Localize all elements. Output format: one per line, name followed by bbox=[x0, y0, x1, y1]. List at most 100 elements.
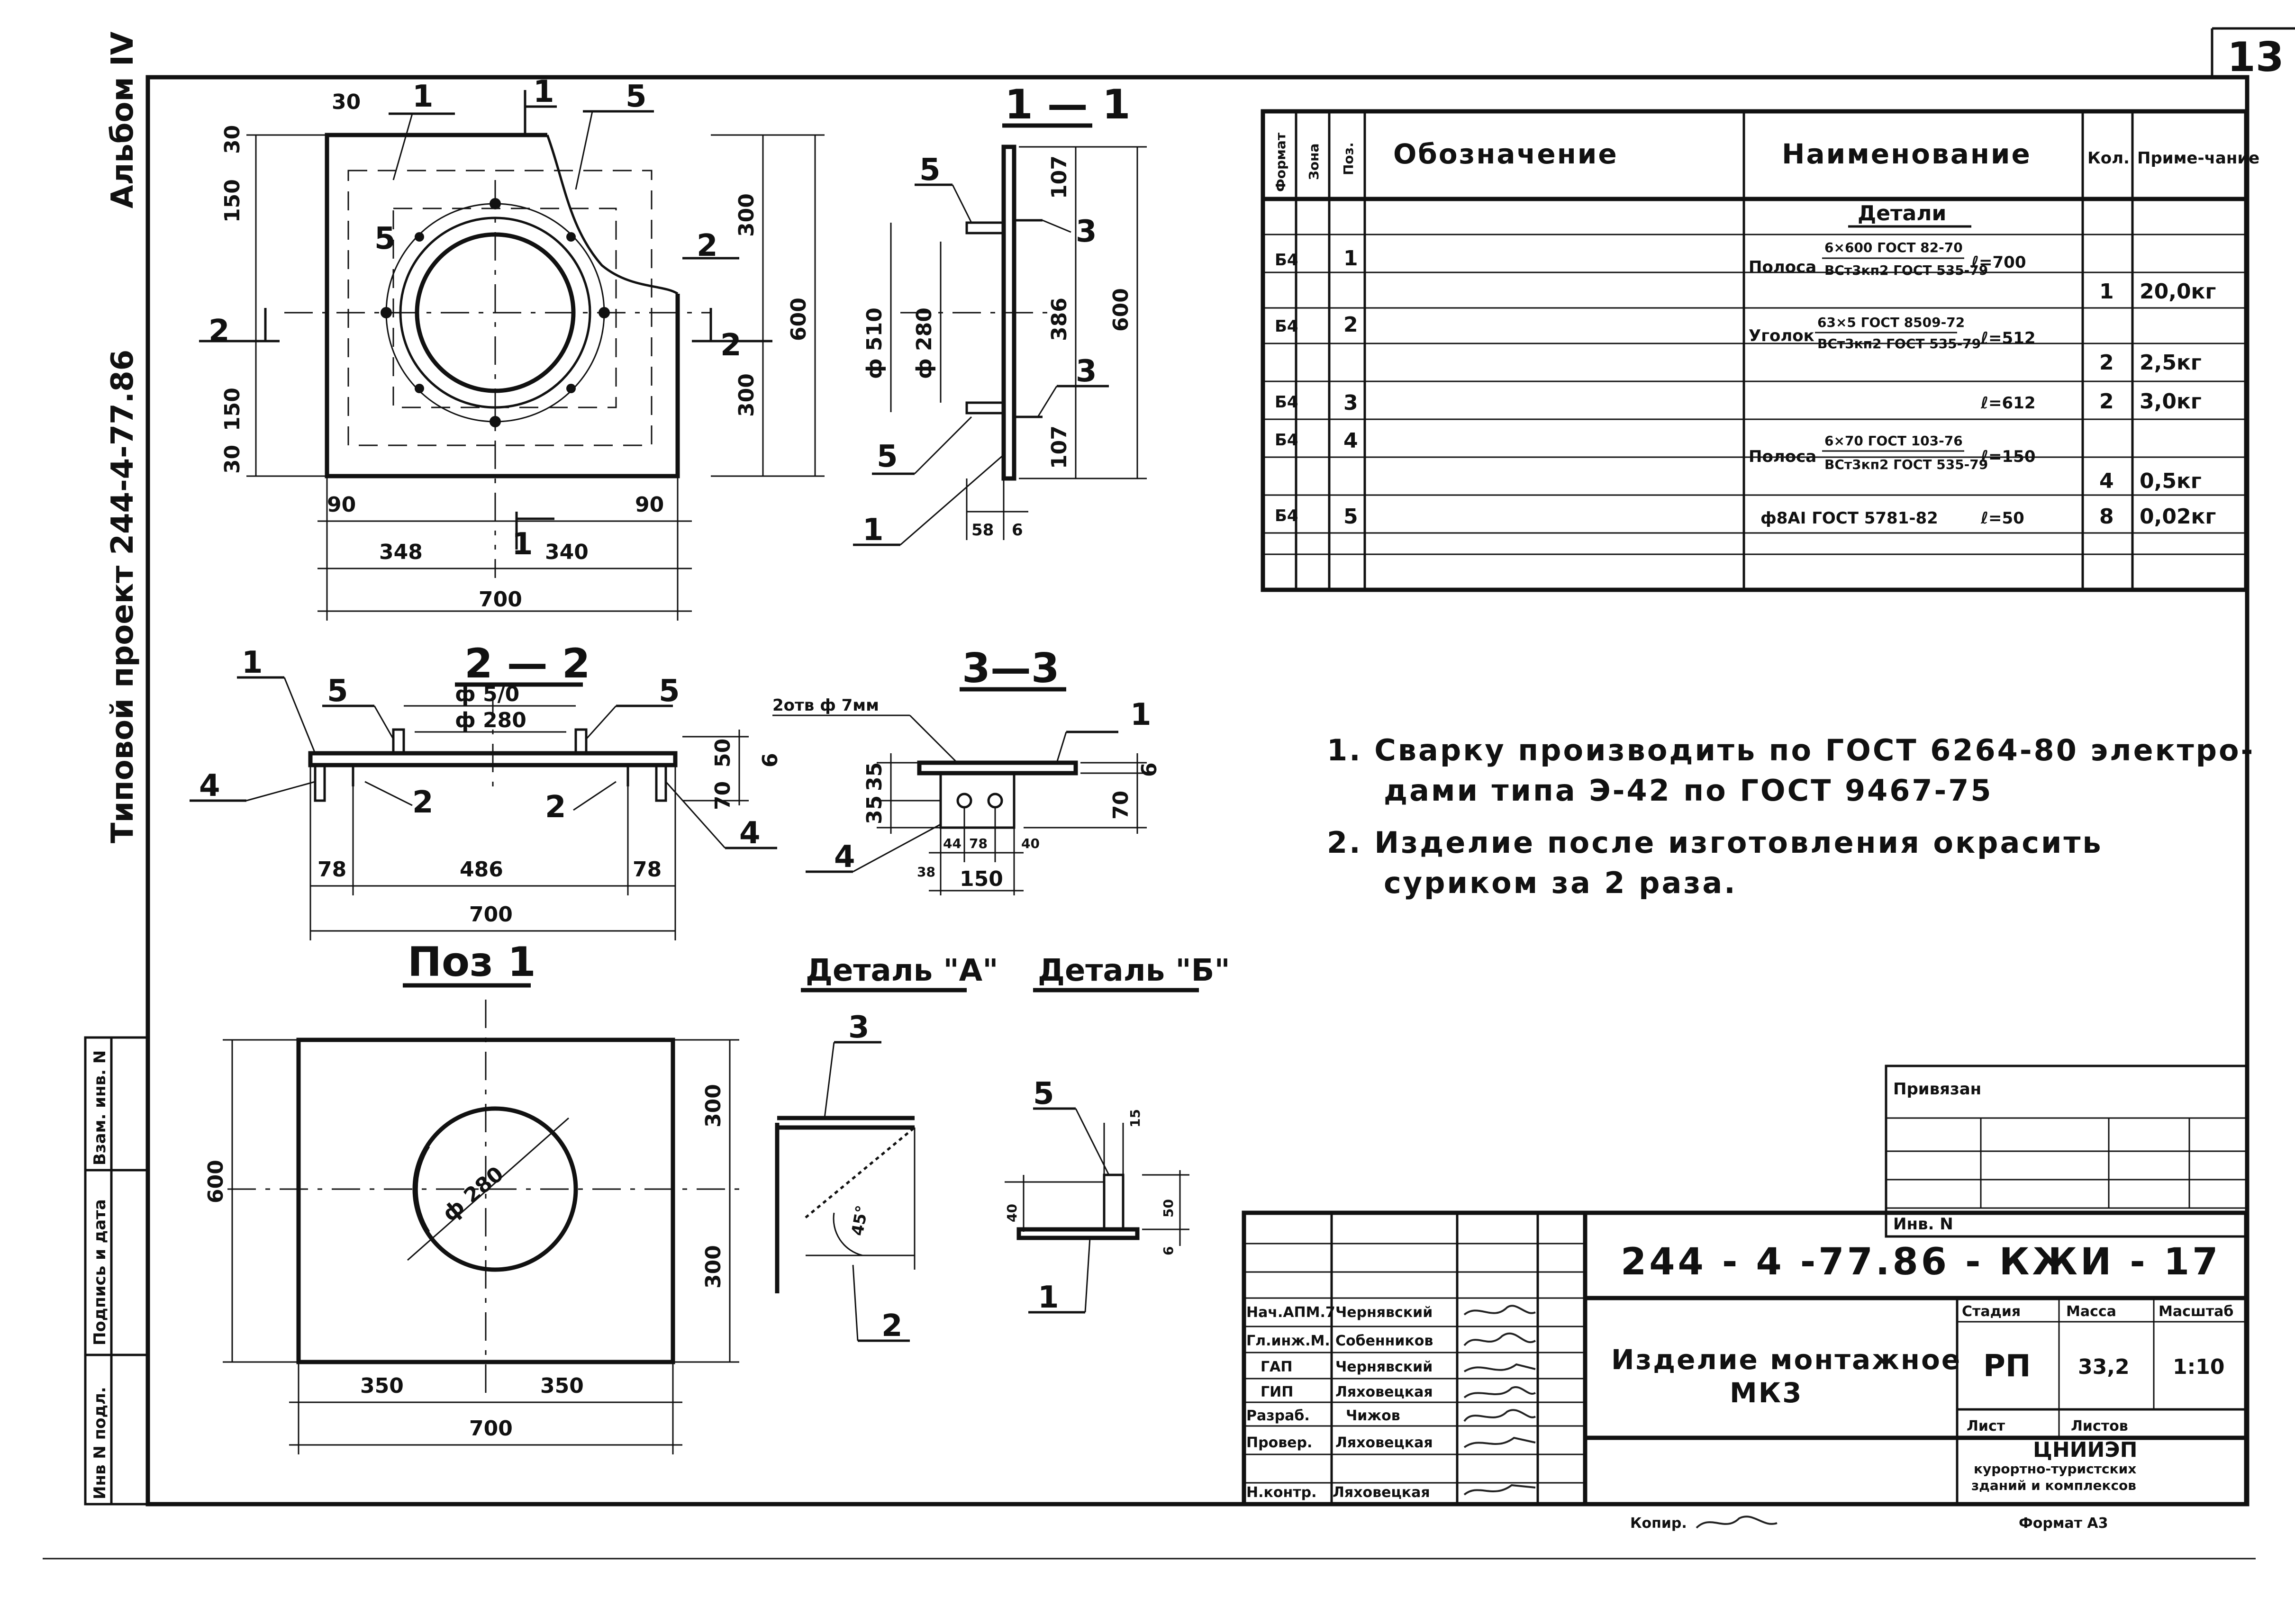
s22-dim: ф 5/0 bbox=[455, 682, 519, 706]
spec-row-name-prefix: ф8АI ГОСТ 5781-82 bbox=[1760, 509, 1938, 528]
spec-row-format: Б4 bbox=[1275, 251, 1298, 270]
plan-dim-bottom: 90 bbox=[635, 493, 664, 517]
detail-a: Деталь "А" 45° 3 2 bbox=[775, 953, 998, 1344]
org-line: зданий и комплексов bbox=[1971, 1478, 2136, 1493]
stamp-vzam: Взам. инв. N bbox=[91, 1050, 109, 1165]
spec-row-qty: 4 bbox=[2099, 469, 2114, 493]
spec-row-num: 6×70 ГОСТ 103-76 bbox=[1824, 433, 1963, 449]
tb-person: Ляховецкая bbox=[1333, 1484, 1430, 1501]
detail-a-callout: 3 bbox=[848, 1010, 870, 1045]
org-line: курортно-туристских bbox=[1974, 1461, 2136, 1477]
plan-callout: 5 bbox=[626, 79, 647, 114]
plan-callout: 2 bbox=[697, 228, 718, 263]
stage-label: Стадия bbox=[1962, 1303, 2021, 1320]
spec-row-name-prefix: Уголок bbox=[1749, 326, 1814, 345]
s33-dim: 150 bbox=[960, 867, 1003, 891]
s22-callout: 2 bbox=[412, 785, 434, 820]
tb-person: Чернявский bbox=[1335, 1359, 1433, 1375]
spec-row-note: 20,0кг bbox=[2140, 280, 2216, 304]
detail-a-callout: 2 bbox=[881, 1308, 903, 1344]
tb-person: Чернявский bbox=[1335, 1304, 1433, 1321]
project-label: Типовой проект 244-4-77.86 bbox=[105, 350, 140, 843]
notes: 1. Сварку производить по ГОСТ 6264-80 эл… bbox=[1327, 733, 2255, 900]
spec-row-note: 2,5кг bbox=[2140, 351, 2202, 375]
spec-row-pos: 1 bbox=[1343, 246, 1358, 271]
section-2-2-title: 2 — 2 bbox=[464, 640, 590, 687]
outer-frame bbox=[145, 75, 2250, 1507]
mass-value: 33,2 bbox=[2078, 1355, 2130, 1379]
tb-person: Ляховецкая bbox=[1335, 1384, 1433, 1400]
spec-header-zone: Зона bbox=[1306, 144, 1322, 180]
detail-a-title: Деталь "А" bbox=[806, 953, 998, 988]
spec-row-note: 0,02кг bbox=[2140, 505, 2216, 529]
s11-dim: 386 bbox=[1047, 298, 1071, 341]
spec-row-len: ℓ=50 bbox=[1980, 509, 2024, 528]
pos1-dim: 350 bbox=[540, 1374, 584, 1398]
tb-role: Н.контр. bbox=[1246, 1484, 1316, 1501]
pos1-dim: 700 bbox=[469, 1416, 513, 1441]
plan-dim-bottom: 700 bbox=[479, 587, 522, 612]
privyazan-block: Привязан Инв. N bbox=[1885, 1065, 2248, 1238]
spec-header-note: Приме-чание bbox=[2137, 149, 2259, 168]
s11-callout: 5 bbox=[877, 439, 898, 474]
scale-label: Масштаб bbox=[2159, 1303, 2233, 1320]
spec-row-qty: 8 bbox=[2099, 505, 2114, 529]
s22-dim: 700 bbox=[469, 902, 513, 927]
s22-callout: 4 bbox=[199, 768, 220, 803]
s22-dim: 486 bbox=[460, 857, 503, 882]
stage-value: РП bbox=[1983, 1349, 2031, 1384]
detail-b: Деталь "Б" 40 50 6 15 5 1 bbox=[1004, 953, 1230, 1315]
margin-stamp bbox=[84, 1036, 149, 1506]
spec-row-format: Б4 bbox=[1275, 431, 1298, 450]
drawing-code: 244 - 4 -77.86 - КЖИ - 17 bbox=[1621, 1241, 2221, 1283]
tb-person: Собенников bbox=[1335, 1333, 1433, 1349]
tb-role: ГИП bbox=[1261, 1384, 1293, 1400]
detail-a-angle: 45° bbox=[848, 1204, 872, 1237]
pos1-title: Поз 1 bbox=[408, 938, 536, 986]
spec-header-designation: Обозначение bbox=[1393, 138, 1618, 170]
spec-row-den: ВСт3кп2 ГОСТ 535-79 bbox=[1824, 262, 1988, 278]
s33-dim: 40 bbox=[1021, 836, 1040, 851]
plan-dim-left: 150 bbox=[220, 388, 245, 431]
spec-group: Детали bbox=[1858, 201, 1946, 226]
s11-callout: 3 bbox=[1076, 354, 1097, 389]
spec-row-len: ℓ=612 bbox=[1980, 394, 2036, 413]
s22-dim: 78 bbox=[633, 857, 662, 882]
spec-row-format: Б4 bbox=[1275, 506, 1298, 525]
section-2-2: 2 — 2 ф 5/0 ф 280 1 5 5 4 2 2 4 bbox=[190, 640, 782, 940]
tb-role: Провер. bbox=[1246, 1435, 1312, 1451]
pos1-dim: ф 280 bbox=[438, 1162, 508, 1226]
spec-row-qty: 2 bbox=[2099, 389, 2114, 414]
tb-person: Ляховецкая bbox=[1335, 1435, 1433, 1451]
s22-callout: 4 bbox=[739, 816, 761, 851]
detail-b-title: Деталь "Б" bbox=[1038, 953, 1230, 988]
plan-section-marker: 1 bbox=[533, 74, 554, 109]
sheet-number: 13 bbox=[2227, 34, 2284, 81]
plan-dim-top: 30 bbox=[332, 90, 361, 114]
s33-callout: 1 bbox=[1130, 697, 1152, 732]
spec-row-name-prefix: Полоса bbox=[1749, 258, 1816, 277]
s33-dim: 70 bbox=[1109, 791, 1133, 820]
spec-row-num: 6×600 ГОСТ 82-70 bbox=[1824, 240, 1963, 255]
inv-no-label: Инв. N bbox=[1893, 1215, 1953, 1234]
s11-callout: 3 bbox=[1076, 214, 1097, 249]
plan-dim-left: 30 bbox=[220, 445, 245, 474]
s22-dim: 50 bbox=[711, 739, 735, 767]
spec-row-num: 63×5 ГОСТ 8509-72 bbox=[1817, 315, 1965, 330]
pos1-view: Поз 1 ф 280 600 300 300 350 350 700 bbox=[204, 938, 744, 1454]
note-line: 1. Сварку производить по ГОСТ 6264-80 эл… bbox=[1327, 733, 2255, 767]
s22-callout: 5 bbox=[327, 674, 348, 709]
privyazan-label: Привязан bbox=[1893, 1080, 1981, 1099]
org-name: ЦНИИЭП bbox=[2033, 1438, 2137, 1462]
plan-dim-right: 300 bbox=[735, 373, 759, 417]
pos1-dim: 350 bbox=[360, 1374, 404, 1398]
s11-dim: ф 510 bbox=[862, 307, 887, 379]
spec-row-format: Б4 bbox=[1275, 393, 1298, 412]
s11-callout: 1 bbox=[862, 513, 884, 548]
plan-callout: 5 bbox=[374, 221, 396, 256]
tb-person: Чижов bbox=[1346, 1407, 1400, 1424]
s33-dim: 35 bbox=[862, 762, 887, 791]
detail-b-callout: 1 bbox=[1038, 1280, 1059, 1315]
